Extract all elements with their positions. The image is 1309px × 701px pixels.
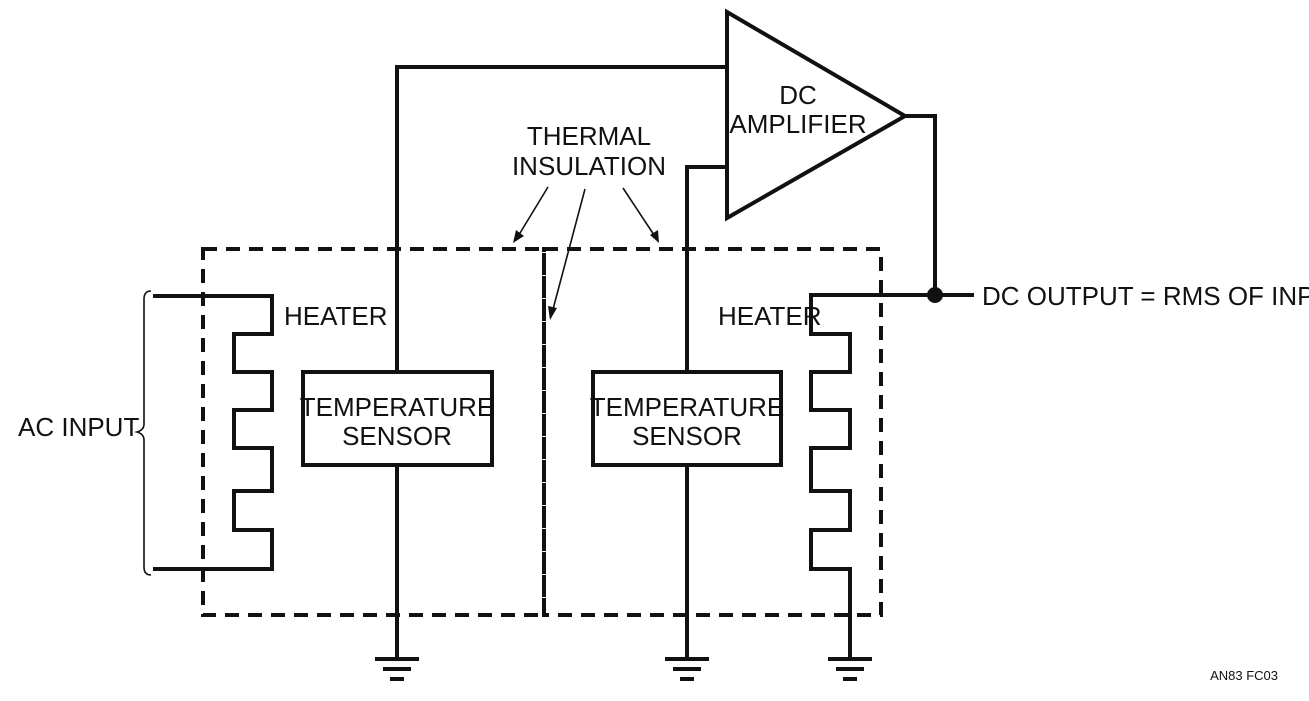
thermal-insulation-label-2: INSULATION: [512, 151, 666, 181]
insulation-box-left: [201, 247, 546, 617]
wire-right-sensor-to-amp: [685, 165, 729, 374]
heater-left: [153, 294, 274, 571]
dc-amplifier: [725, 8, 909, 222]
ac-input-brace: [134, 290, 152, 576]
insulation-box-right: [542, 247, 883, 617]
dc-output-label: DC OUTPUT = RMS OF INPUT: [982, 281, 1309, 311]
ground-symbol-right: [828, 657, 872, 681]
ground-symbol-middle: [665, 657, 709, 681]
figure-code: AN83 FC03: [1210, 668, 1278, 683]
heater-right: [809, 293, 852, 660]
callout-arrow-right: [622, 187, 659, 243]
sensor-left-label-1: TEMPERATURE: [300, 392, 495, 422]
heater-right-label: HEATER: [718, 301, 822, 331]
callout-arrow-middle: [548, 188, 586, 320]
thermal-insulation-label-1: THERMAL: [527, 121, 651, 151]
dc-amplifier-label-2: AMPLIFIER: [729, 109, 866, 139]
heater-left-label: HEATER: [284, 301, 388, 331]
ground-symbol-left: [375, 657, 419, 681]
callout-arrow-left: [513, 186, 549, 243]
sensor-right-label-1: TEMPERATURE: [590, 392, 785, 422]
dc-amplifier-label-1: DC: [779, 80, 817, 110]
output-junction-dot: [927, 287, 943, 303]
wire-left-sensor-to-amp: [395, 65, 729, 374]
sensor-left-label-2: SENSOR: [342, 421, 452, 451]
sensor-right-label-2: SENSOR: [632, 421, 742, 451]
ac-input-label: AC INPUT: [18, 412, 139, 442]
wire-amp-output: [903, 114, 937, 297]
